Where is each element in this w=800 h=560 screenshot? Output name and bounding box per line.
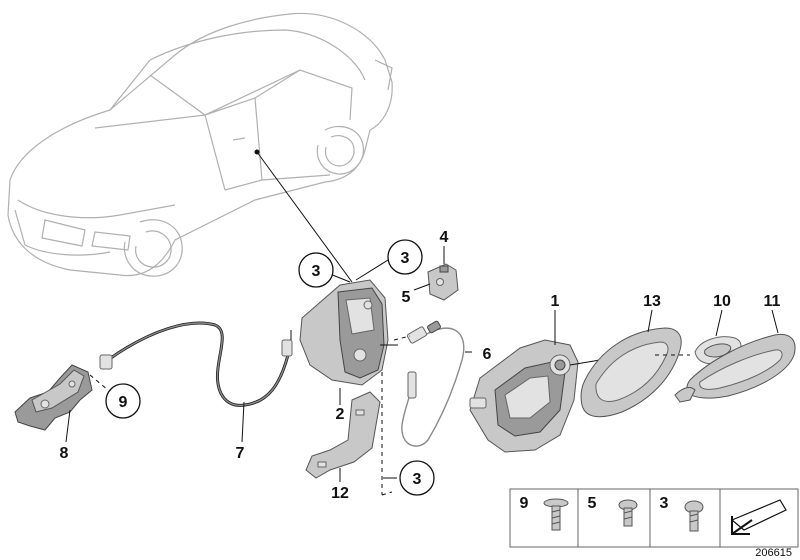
callout-3c-circle xyxy=(399,460,435,496)
part-8-inner-handle xyxy=(14,364,93,431)
legend-label-5: 5 xyxy=(588,495,597,512)
part-6-wire xyxy=(393,320,465,447)
car-outline-icon xyxy=(7,12,393,277)
screw-icon xyxy=(618,499,638,527)
part-12-holder xyxy=(305,391,381,479)
callout-3c: 3 xyxy=(413,471,422,488)
callout-3a: 3 xyxy=(312,263,321,280)
legend-label-3: 3 xyxy=(660,495,669,512)
callout-3b-circle xyxy=(387,239,423,275)
callout-10: 10 xyxy=(713,293,731,310)
callout-11: 11 xyxy=(764,293,781,310)
leader-car-to-lock xyxy=(256,151,353,283)
part-4-bracket xyxy=(427,263,459,301)
callout-1: 1 xyxy=(551,293,560,310)
leader-11 xyxy=(771,309,779,334)
callout-7: 7 xyxy=(236,445,245,462)
screw-icon xyxy=(543,498,569,531)
callout-12: 12 xyxy=(331,485,349,502)
callout-3b: 3 xyxy=(401,250,410,267)
callout-8: 8 xyxy=(60,445,69,462)
leader-8 xyxy=(65,409,71,443)
callout-3a-circle xyxy=(298,252,334,288)
callout-6: 6 xyxy=(483,346,492,363)
callout-4: 4 xyxy=(440,229,449,246)
leader-5 xyxy=(413,283,431,291)
leader-3b xyxy=(355,259,389,281)
callout-9-circle xyxy=(105,383,141,419)
callout-2: 2 xyxy=(336,406,345,423)
screw-icon xyxy=(684,500,704,532)
leader-7 xyxy=(241,401,245,443)
dashed-tick xyxy=(381,491,393,496)
dashed-9 xyxy=(89,374,109,391)
callout-5: 5 xyxy=(402,289,411,306)
callout-13: 13 xyxy=(643,293,661,310)
legend-label-9: 9 xyxy=(520,495,529,512)
part-2-door-lock xyxy=(299,279,398,386)
part-11-outer-handle xyxy=(674,333,796,403)
legend-table: 9 5 3 xyxy=(509,488,799,548)
arrow-wedge-icon xyxy=(730,499,787,535)
callout-9: 9 xyxy=(119,394,128,411)
part-7-cable xyxy=(99,321,293,407)
leader-10 xyxy=(715,309,723,337)
diagram-id: 206615 xyxy=(755,547,792,559)
part-1-handle-carrier xyxy=(469,339,601,453)
part-13-gasket xyxy=(580,327,690,418)
leader-13 xyxy=(647,309,653,333)
